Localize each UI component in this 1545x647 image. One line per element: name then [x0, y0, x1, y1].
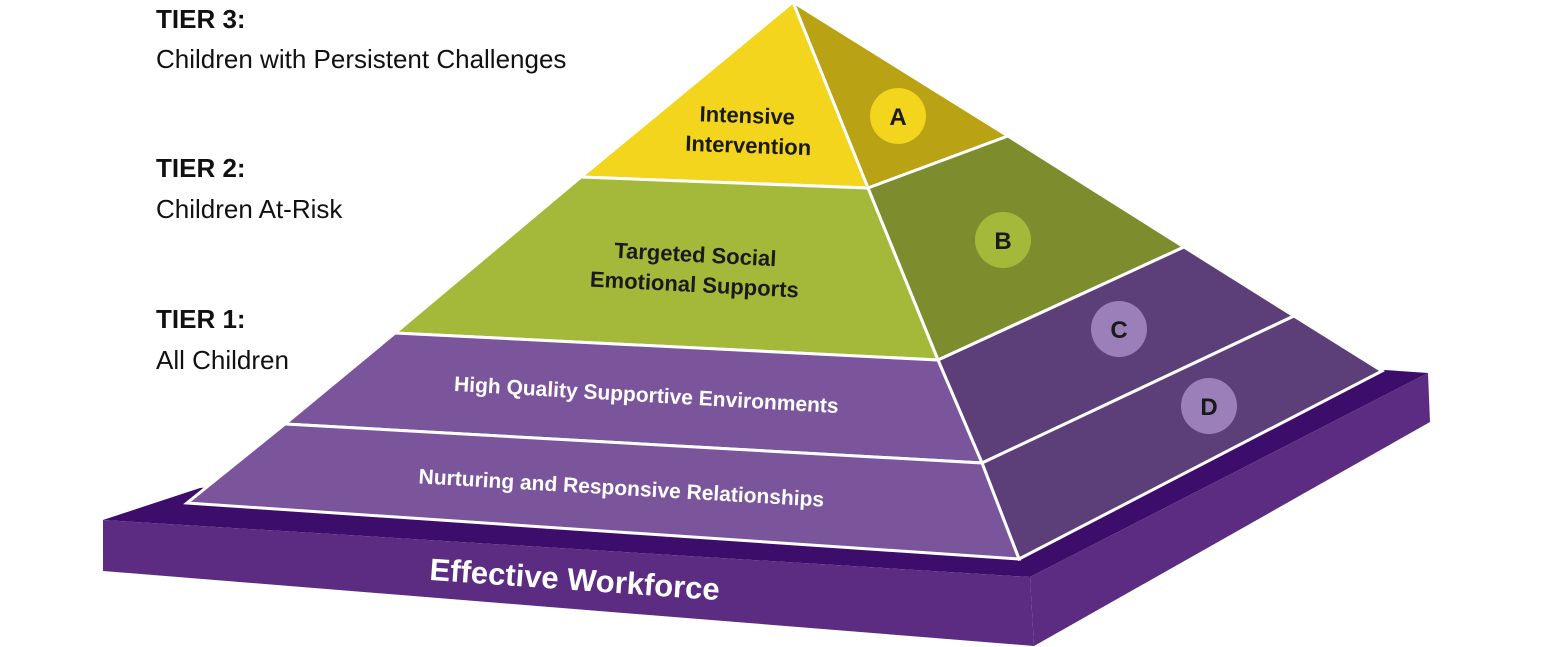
badge-d-circle: [1181, 378, 1237, 434]
badge-b-text: B: [994, 228, 1011, 255]
badge-a-circle: [870, 88, 926, 144]
base-side-face: [1030, 373, 1430, 646]
intensive-line-1: Intensive: [699, 101, 795, 129]
tier2-description: Children At-Risk: [156, 194, 343, 224]
tier3-label: TIER 3:: [156, 4, 246, 34]
tier3-description: Children with Persistent Challenges: [156, 44, 566, 74]
base-front-face: [103, 520, 1034, 646]
front-face-relationships: [183, 422, 1022, 561]
badge-c-text: C: [1110, 317, 1127, 344]
badge-c-circle: [1091, 301, 1147, 357]
badge-b-circle: [975, 212, 1031, 268]
tier2-label: TIER 2:: [156, 153, 246, 183]
front-face-targeted: [391, 175, 941, 362]
intensive-line-2: Intervention: [685, 131, 812, 160]
badge-a-text: A: [889, 104, 906, 131]
badge-d-text: D: [1200, 394, 1217, 421]
tier1-label: TIER 1:: [156, 304, 246, 334]
tier1-description: All Children: [156, 345, 289, 375]
